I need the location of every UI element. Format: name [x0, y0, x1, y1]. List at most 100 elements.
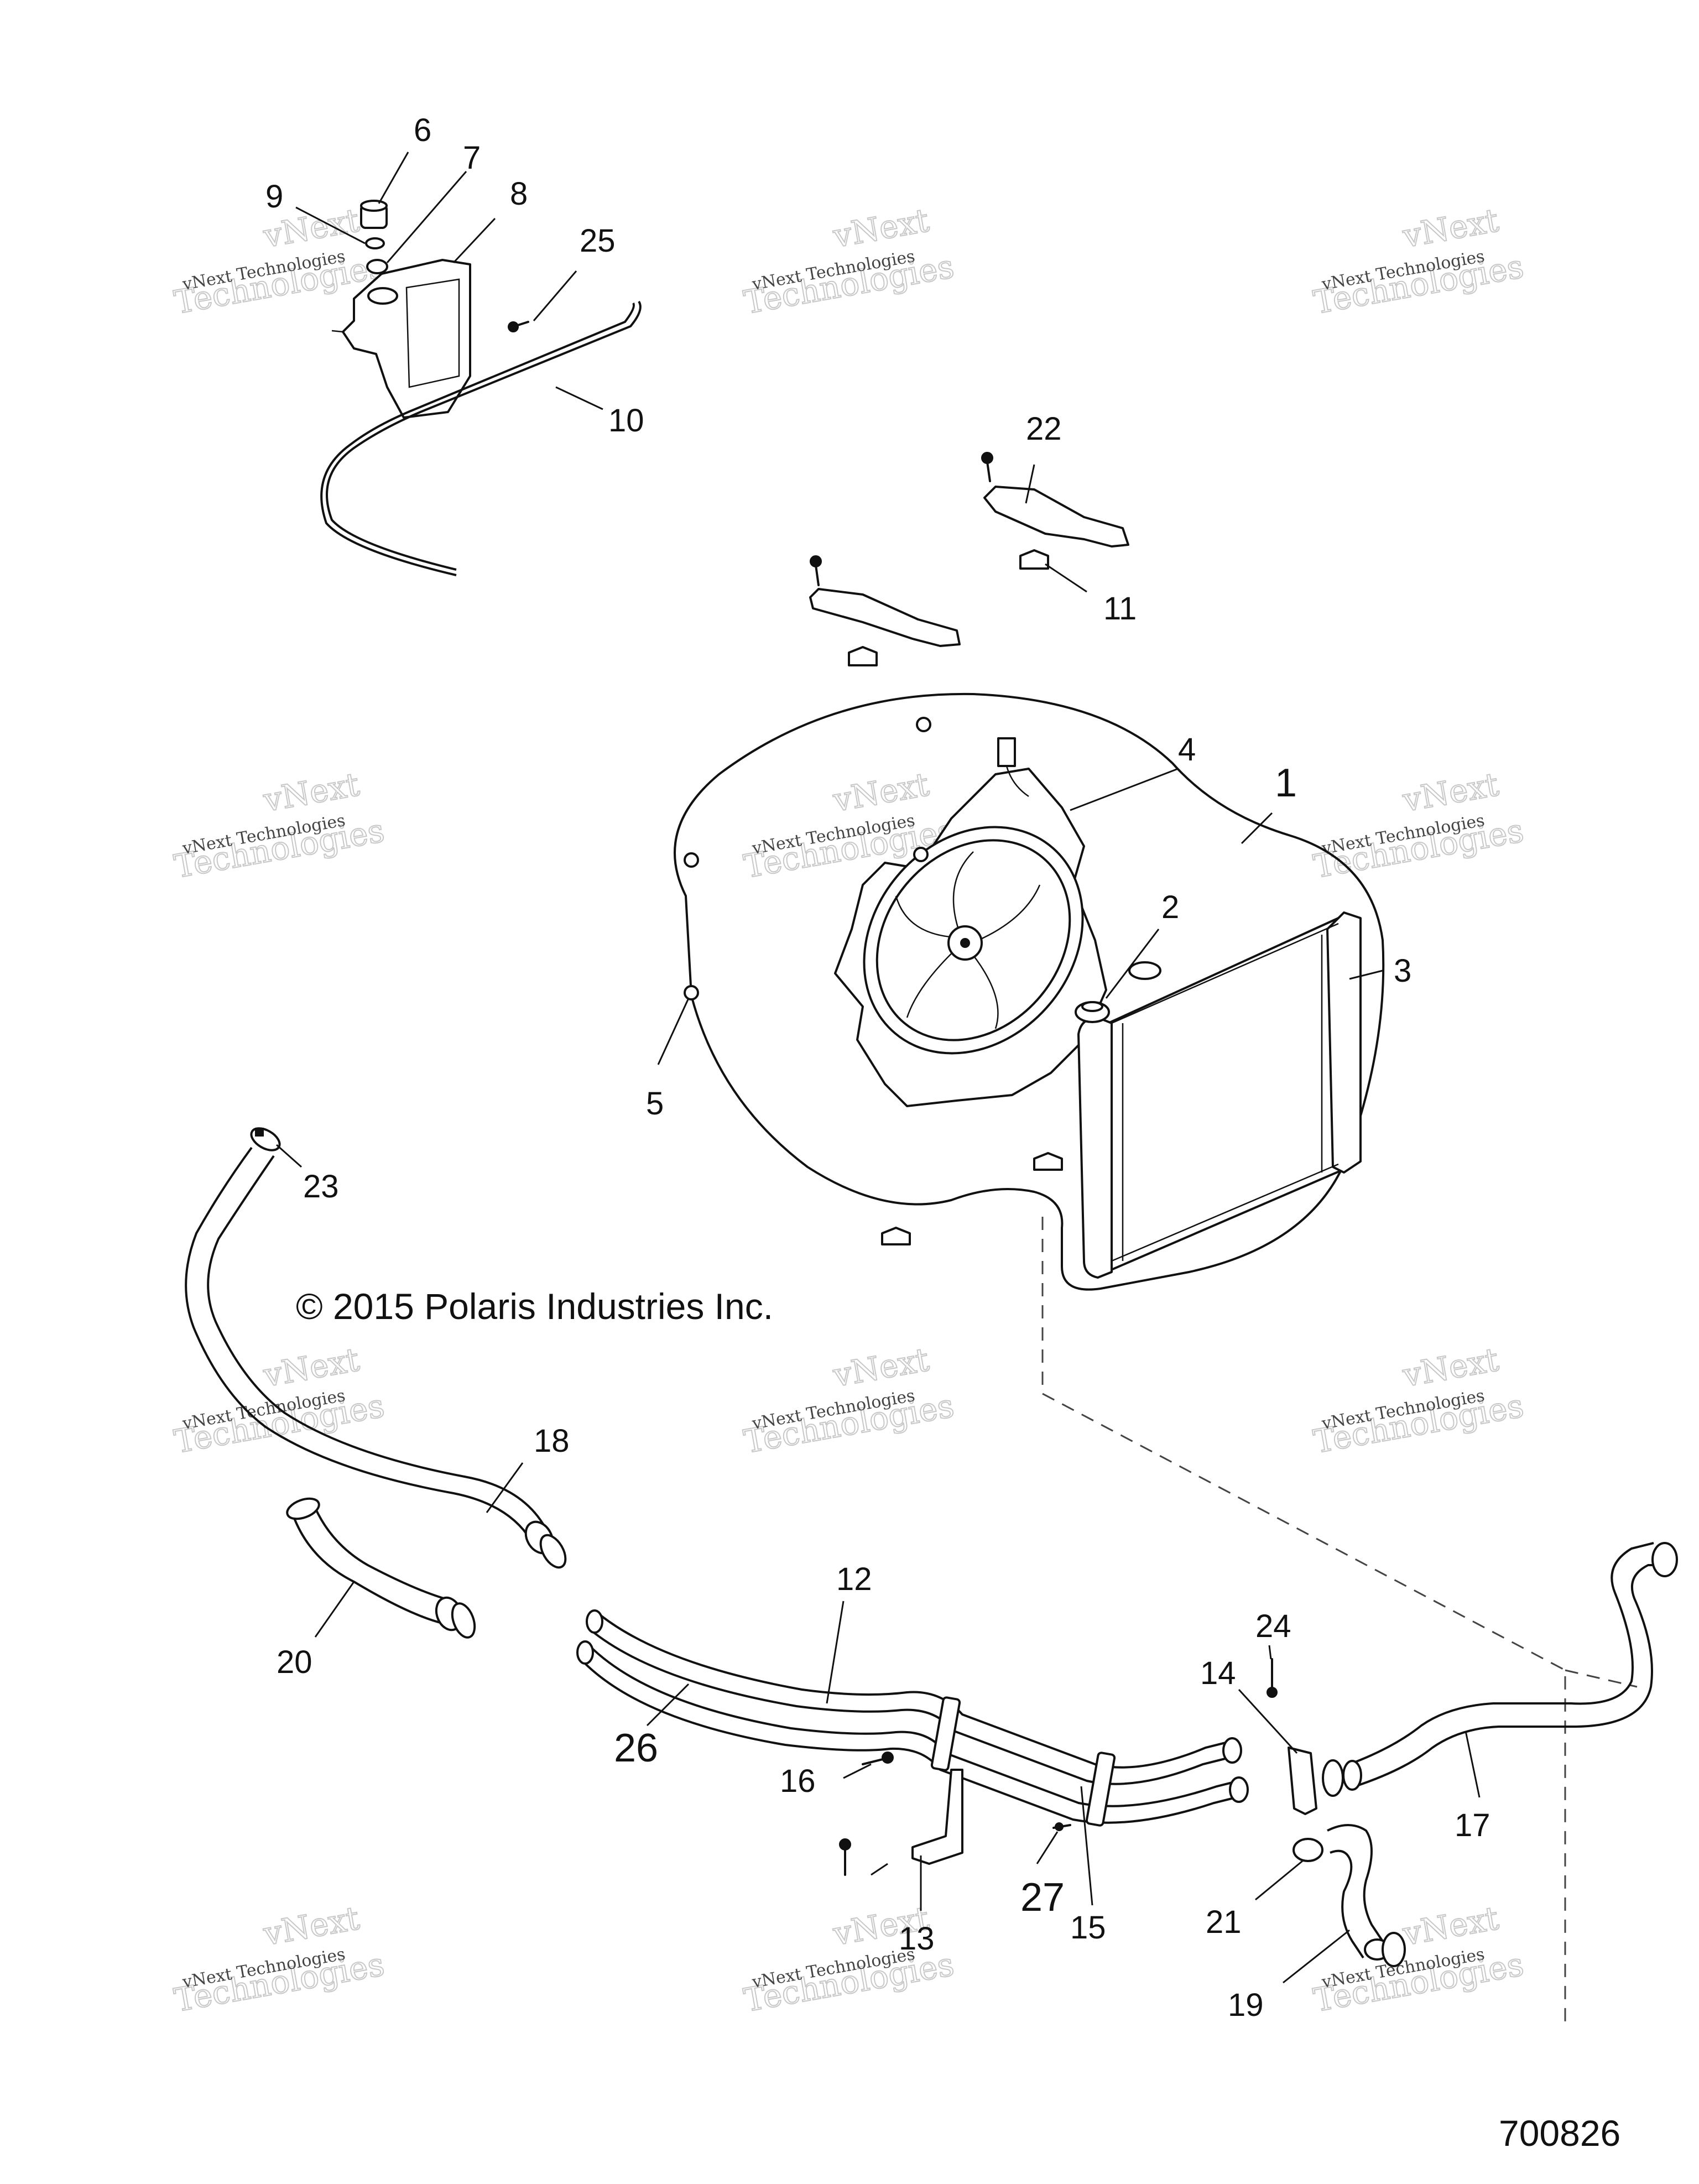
leader-line: [1268, 1645, 1272, 1660]
coolant-tube-12-edge: [588, 1628, 1226, 1785]
screw-25-head: [508, 321, 519, 332]
leader-line: [657, 998, 690, 1065]
bolt-16-head: [882, 1752, 894, 1764]
leader-line: [452, 217, 496, 264]
tube-bracket-13: [911, 1769, 963, 1865]
filler-neck: [1128, 961, 1161, 980]
watermark-big-top: vNext: [1400, 765, 1502, 819]
tube-end: [1229, 1776, 1249, 1803]
hose-clamp-21: [1293, 1838, 1323, 1862]
leader-line: [1255, 1860, 1303, 1901]
leader-line: [555, 386, 603, 410]
leader-line: [1241, 812, 1273, 845]
watermark-big-top: vNext: [1400, 1341, 1502, 1394]
o-ring: [365, 237, 385, 249]
watermark: vNext Technologies vNext Technologies: [1310, 201, 1527, 322]
callout-11: 11: [1103, 591, 1137, 627]
hose-clamp: [286, 1497, 320, 1520]
hose-group-right: [1293, 1542, 1678, 1967]
fan-hub-center: [960, 938, 970, 948]
copyright-notice: © 2015 Polaris Industries Inc.: [296, 1286, 773, 1327]
callout-22: 22: [1026, 411, 1062, 447]
leader-line: [1045, 563, 1087, 593]
callout-9: 9: [265, 179, 283, 215]
watermark: vNext Technologies vNext Technologies: [741, 201, 957, 322]
hose-clamp-23: [250, 1127, 281, 1151]
callout-6: 6: [414, 112, 431, 148]
hose-group-left: [185, 1127, 567, 1639]
callout-numbers: 6 7 8 9 25 10 22 11 4 1 2 3 5 23 18 20 1…: [265, 112, 1490, 2023]
watermark: vNext Technologies vNext Technologies: [171, 1899, 388, 2020]
radiator-bottom-edge: [1111, 1163, 1339, 1262]
hose-18: [185, 1146, 532, 1541]
watermark: vNext Technologies vNext Technologies: [741, 1340, 957, 1461]
callout-12: 12: [836, 1561, 872, 1597]
bolt-head: [839, 1838, 851, 1851]
callout-17: 17: [1455, 1807, 1490, 1843]
radiator-assembly: [674, 692, 1385, 1291]
leader-line: [843, 1763, 872, 1779]
leader-line: [378, 152, 409, 204]
callout-1: 1: [1275, 761, 1297, 805]
coolant-tube-26-edge: [580, 1658, 1237, 1824]
reservoir-cap-top: [360, 200, 388, 212]
screw-27-head: [1055, 1822, 1064, 1831]
leader-line: [276, 1144, 302, 1168]
hose-clamp: [539, 1534, 567, 1569]
leader-line: [826, 1601, 845, 1704]
push-nut: [913, 847, 929, 862]
mounting-bracket-lower: [809, 588, 961, 647]
cap-gasket: [366, 259, 388, 274]
hose-17-edge: [1354, 1564, 1667, 1787]
callout-21: 21: [1206, 1904, 1242, 1940]
leader-line: [386, 171, 467, 263]
watermark: vNext Technologies vNext Technologies: [741, 1899, 957, 2020]
hose-clamp: [1651, 1542, 1678, 1577]
watermark-big-top: vNext: [1400, 201, 1502, 255]
leader-line: [314, 1581, 355, 1638]
rubber-grommet: [848, 646, 878, 666]
callout-16: 16: [780, 1763, 816, 1799]
leader-line: [646, 1683, 690, 1727]
coolant-tube-12: [599, 1614, 1228, 1769]
callout-18: 18: [534, 1423, 570, 1459]
callout-7: 7: [463, 140, 481, 176]
coolant-reservoir-group: [320, 200, 642, 576]
leader-line: [295, 206, 366, 244]
upper-brackets: [809, 452, 1129, 666]
fan-wire: [1005, 765, 1029, 798]
radiator-left-tank: [1077, 1017, 1113, 1279]
tube-clamp: [930, 1696, 961, 1771]
leader-line: [1036, 1831, 1059, 1864]
watermark: vNext Technologies vNext Technologies: [1310, 765, 1527, 886]
screw-24-head: [1267, 1687, 1278, 1698]
bolt-16: [862, 1758, 886, 1765]
coolant-reservoir-panel: [405, 278, 460, 388]
phantom-line: [1565, 1669, 1638, 1688]
leader-lines: [276, 152, 1481, 1984]
fan-blade: [967, 948, 999, 1029]
callout-5: 5: [646, 1086, 664, 1122]
watermark: vNext Technologies vNext Technologies: [1310, 1340, 1527, 1461]
leader-line: [1465, 1730, 1481, 1798]
push-nut: [684, 985, 699, 1000]
leader-line: [1349, 969, 1383, 980]
callout-15: 15: [1070, 1910, 1106, 1946]
leader-line: [486, 1462, 524, 1513]
bracket-14: [1288, 1747, 1317, 1815]
tube-end: [1222, 1737, 1242, 1764]
rubber-grommet: [881, 1227, 911, 1245]
hose-end: [1342, 1760, 1362, 1791]
radiator-cap-top: [1081, 1001, 1103, 1012]
callout-4: 4: [1178, 732, 1196, 768]
tube-end: [586, 1609, 603, 1634]
callout-26: 26: [614, 1726, 658, 1770]
fan-blade: [895, 895, 957, 939]
callout-20: 20: [277, 1644, 312, 1680]
watermark-big-top: vNext: [830, 201, 932, 255]
hose-clamp-23-screw: [255, 1128, 264, 1137]
leader-line: [871, 1863, 888, 1876]
callout-8: 8: [510, 176, 528, 212]
tube-clamp: [1085, 1752, 1116, 1827]
